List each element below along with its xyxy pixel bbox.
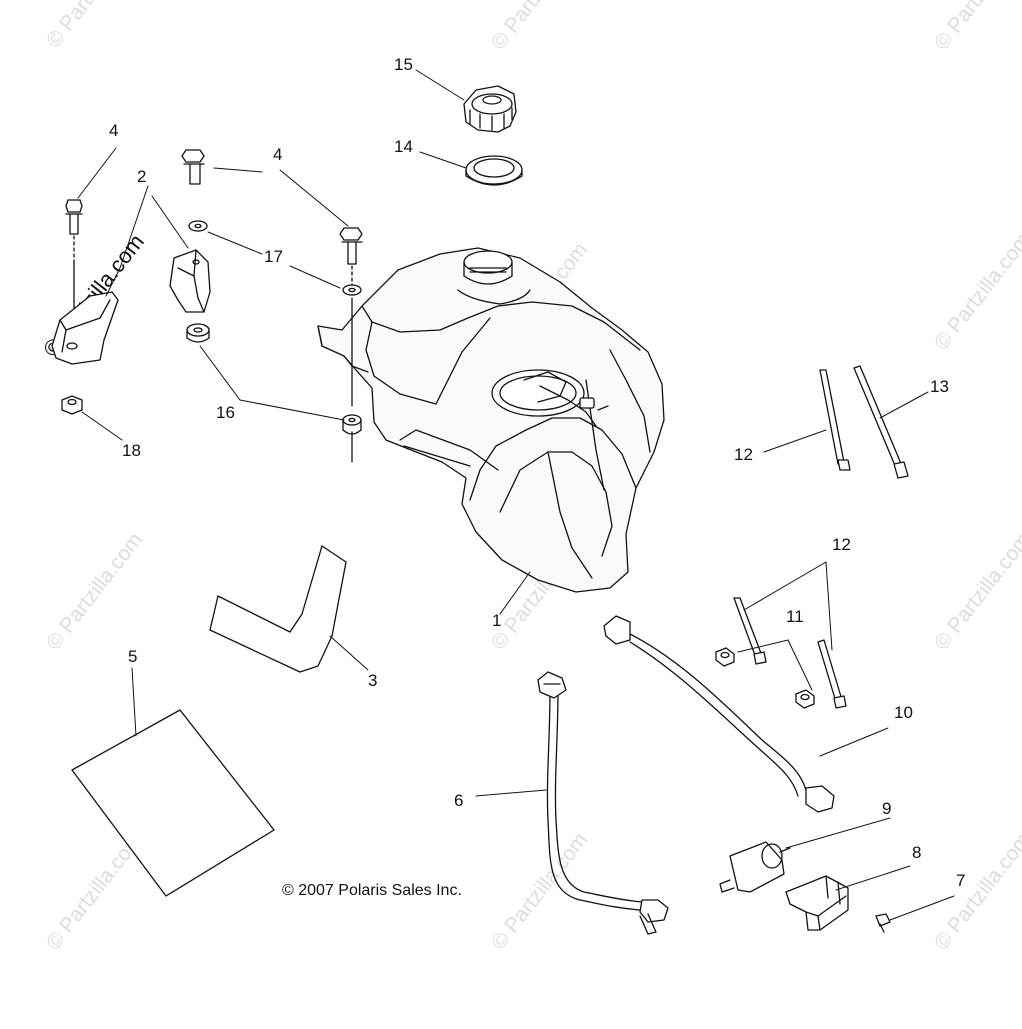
washer-17b bbox=[342, 284, 362, 296]
callout-9: 9 bbox=[882, 799, 892, 818]
leader-lines bbox=[77, 69, 955, 921]
bracket-left bbox=[51, 291, 119, 365]
filter-bracket bbox=[785, 875, 849, 931]
tie-12a bbox=[819, 369, 851, 471]
clamp-11b bbox=[795, 689, 815, 709]
clamp-11a bbox=[715, 647, 735, 667]
hose-10 bbox=[603, 615, 835, 813]
copyright-notice: © 2007 Polaris Sales Inc. bbox=[282, 882, 462, 899]
callout-11: 11 bbox=[786, 607, 804, 626]
callout-16: 16 bbox=[216, 403, 235, 422]
washer-17a bbox=[188, 220, 208, 232]
grommet-16b bbox=[342, 414, 362, 435]
callout-5: 5 bbox=[128, 647, 138, 666]
callout-15: 15 bbox=[394, 55, 413, 74]
bracket-mid bbox=[169, 249, 211, 313]
callout-6: 6 bbox=[454, 791, 464, 810]
callout-18: 18 bbox=[122, 441, 141, 460]
nut-18 bbox=[61, 395, 83, 415]
callout-4-left: 4 bbox=[109, 121, 119, 140]
callout-4-right: 4 bbox=[273, 145, 283, 164]
screw-7 bbox=[875, 913, 891, 933]
callout-1: 1 bbox=[492, 611, 502, 630]
callout-12-low: 12 bbox=[832, 535, 851, 554]
pad-flat bbox=[71, 709, 275, 897]
callout-2: 2 bbox=[137, 167, 147, 186]
callout-8: 8 bbox=[912, 843, 922, 862]
tie-12c bbox=[817, 639, 847, 709]
callout-12-mid: 12 bbox=[734, 445, 753, 464]
callout-13: 13 bbox=[930, 377, 949, 396]
callout-7: 7 bbox=[956, 871, 966, 890]
fuel-tank bbox=[317, 247, 665, 593]
callout-10: 10 bbox=[894, 703, 913, 722]
hose-6 bbox=[537, 671, 669, 935]
callout-17: 17 bbox=[264, 247, 283, 266]
tie-13 bbox=[853, 365, 909, 479]
bolt-top bbox=[181, 149, 205, 185]
bolt-left bbox=[65, 199, 83, 331]
tie-12b bbox=[733, 597, 767, 665]
gasket bbox=[465, 155, 523, 186]
fuel-filter bbox=[719, 841, 791, 893]
callout-14: 14 bbox=[394, 137, 413, 156]
grommet-16a bbox=[186, 323, 210, 343]
gas-cap bbox=[463, 85, 517, 133]
pad-l bbox=[209, 545, 347, 673]
callout-3: 3 bbox=[368, 671, 378, 690]
